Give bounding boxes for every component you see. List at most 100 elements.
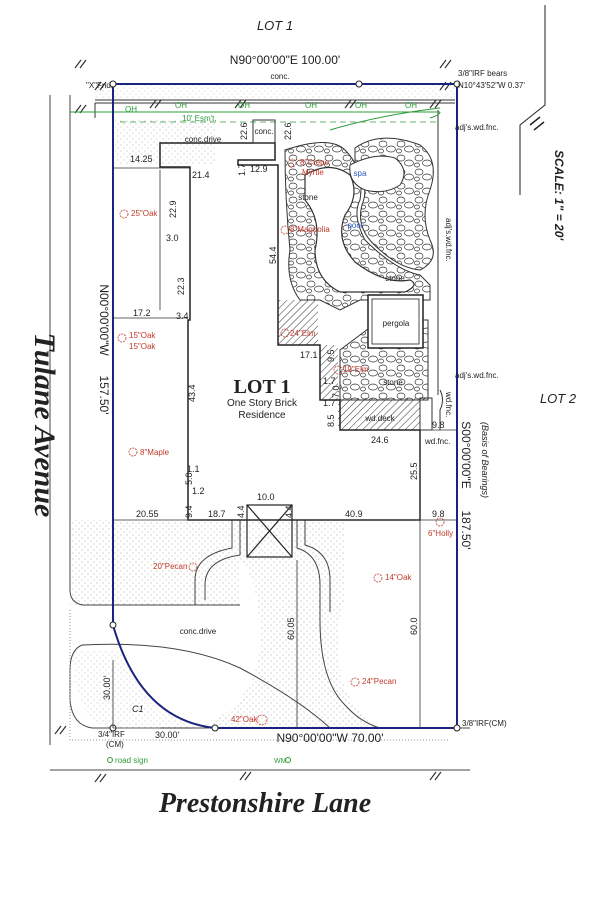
concrete-drive-shading [70,85,455,728]
road-sign-marker [107,757,113,763]
wd-deck-label: wd.deck [364,414,395,423]
dim: 17.1 [300,350,318,360]
conc-drive-south: conc.drive [180,627,217,636]
oh-label-5: OH [355,101,367,110]
residence-line2: Residence [238,410,286,421]
dim: 30.00' [155,730,180,740]
lot-label-main: LOT 1 [234,376,291,398]
stone-label-1: stone [298,193,318,202]
bearing-north: N90°00'00"E 100.00' [230,53,340,67]
dim: 4.4 [284,505,294,518]
dim: 10.0 [257,492,275,502]
dim: 18.7 [208,509,226,519]
dim: 20.55 [136,509,159,519]
pool-label: pool [347,221,362,230]
dim: 60.0 [409,617,419,635]
dim: 5.0 [184,472,194,485]
pergola-label: pergola [383,319,410,328]
scale-note: SCALE: 1" = 20' [519,5,566,241]
street-tulane: Tulane Avenue [28,333,61,518]
basis-of-bearings: (Basis of Bearings) [480,422,490,498]
oh-label-3: OH [238,101,250,110]
dim: 1.7 [323,376,336,386]
dim: 1.1 [187,464,200,474]
lot-label-east: LOT 2 [540,391,577,406]
distance-east: 187.50' [459,511,473,550]
dim: 22.6 [283,122,293,140]
dimension-lines [112,167,457,729]
pool-area [284,137,434,401]
tree-label: 19"Elm [343,365,369,374]
drive-outline [81,520,381,729]
dim: 22.9 [168,200,178,218]
dim: 4.4 [236,505,246,518]
bearing-east: S00°00'00"E [459,421,473,488]
tree-label: 20"Pecan [153,562,187,571]
conc-drive-north: conc.drive [185,135,222,144]
street-prestonshire: Prestonshire Lane [158,788,371,819]
corner-sw-label1: 3/4"IRF [98,730,125,739]
dim: 3.0 [166,233,179,243]
dim: 30.00' [102,675,112,700]
adj-fence-low: adj's.wd.fnc. [455,371,499,380]
dim: 17.2 [133,308,151,318]
fence-lines [94,99,455,430]
dim: 3.4 [176,311,189,321]
oh-label-2: OH [175,101,187,110]
distance-west: 157.50' [97,376,111,415]
conc-top: conc. [270,72,289,81]
stone-label-3: stone [383,378,403,387]
dim: 24.6 [371,435,389,445]
deck-hatching [278,300,433,431]
dim: 22.6 [239,122,249,140]
dim: 8.5 [326,414,336,427]
dim: 43.4 [187,384,197,402]
dim: 14.25 [130,154,153,164]
corner-sw-label2: (CM) [106,740,124,749]
dim: 9.8 [432,420,445,430]
tree-label: Myrtle [302,168,324,177]
dim: 54.4 [268,246,278,264]
stone-label-2: stone [385,274,405,283]
tree-label: 25"Oak [131,209,158,218]
tree-label: 15"Oak [129,342,156,351]
road-sign-label: road sign [115,756,148,765]
spa-label: spa [354,169,367,178]
dim: 7.0 [331,385,341,398]
dim: 25.5 [409,462,419,480]
conc-pad [252,119,276,144]
adj-fence-top: adj's.wd.fnc. [455,123,499,132]
oh-label-6: OH [405,101,417,110]
lot-label-north: LOT 1 [257,18,293,33]
wm-label: WM [274,758,287,765]
tree-label: 24"Elm [290,329,316,338]
bearing-west: N00°00'00"W [97,284,111,356]
tree-label: 14"Oak [385,573,412,582]
corner-ne-label2: N10°43'52"W 0.37' [458,81,525,90]
tree-label: 8"Crepe [300,158,330,167]
easement-label: 10' Esm't. [182,114,217,123]
conc-small: conc. [254,127,273,136]
overhead-power-line [70,107,441,131]
dimension-values: 14.25 21.4 1.7 12.9 22.6 22.6 22.9 3.0 2… [102,122,445,740]
scale-label: SCALE: 1" = 20' [552,150,566,241]
residence-line1: One Story Brick [227,398,298,409]
adj-fence-mid: adj's.wd.fnc. [444,218,453,262]
dim: 9.8 [432,509,445,519]
corner-nw-label: "X"Fnd. [86,81,113,90]
wm-marker [285,757,291,763]
oh-label-1: OH [125,105,137,114]
dim: 1.7 [323,398,336,408]
tree-label: 8"Magnolia [290,225,330,234]
corner-monuments [109,80,461,732]
dim: 22.3 [176,277,186,295]
wd-fence-1: wd.fnc. [444,391,453,417]
dim: 1.2 [192,486,205,496]
tree-label: 42"Oak [231,715,258,724]
tree-label: 6"Holly [428,529,453,538]
tree-label: 15"Oak [129,331,156,340]
oh-label-4: OH [305,101,317,110]
dim: 9.4 [184,505,194,518]
tree-label: 8"Maple [140,448,170,457]
